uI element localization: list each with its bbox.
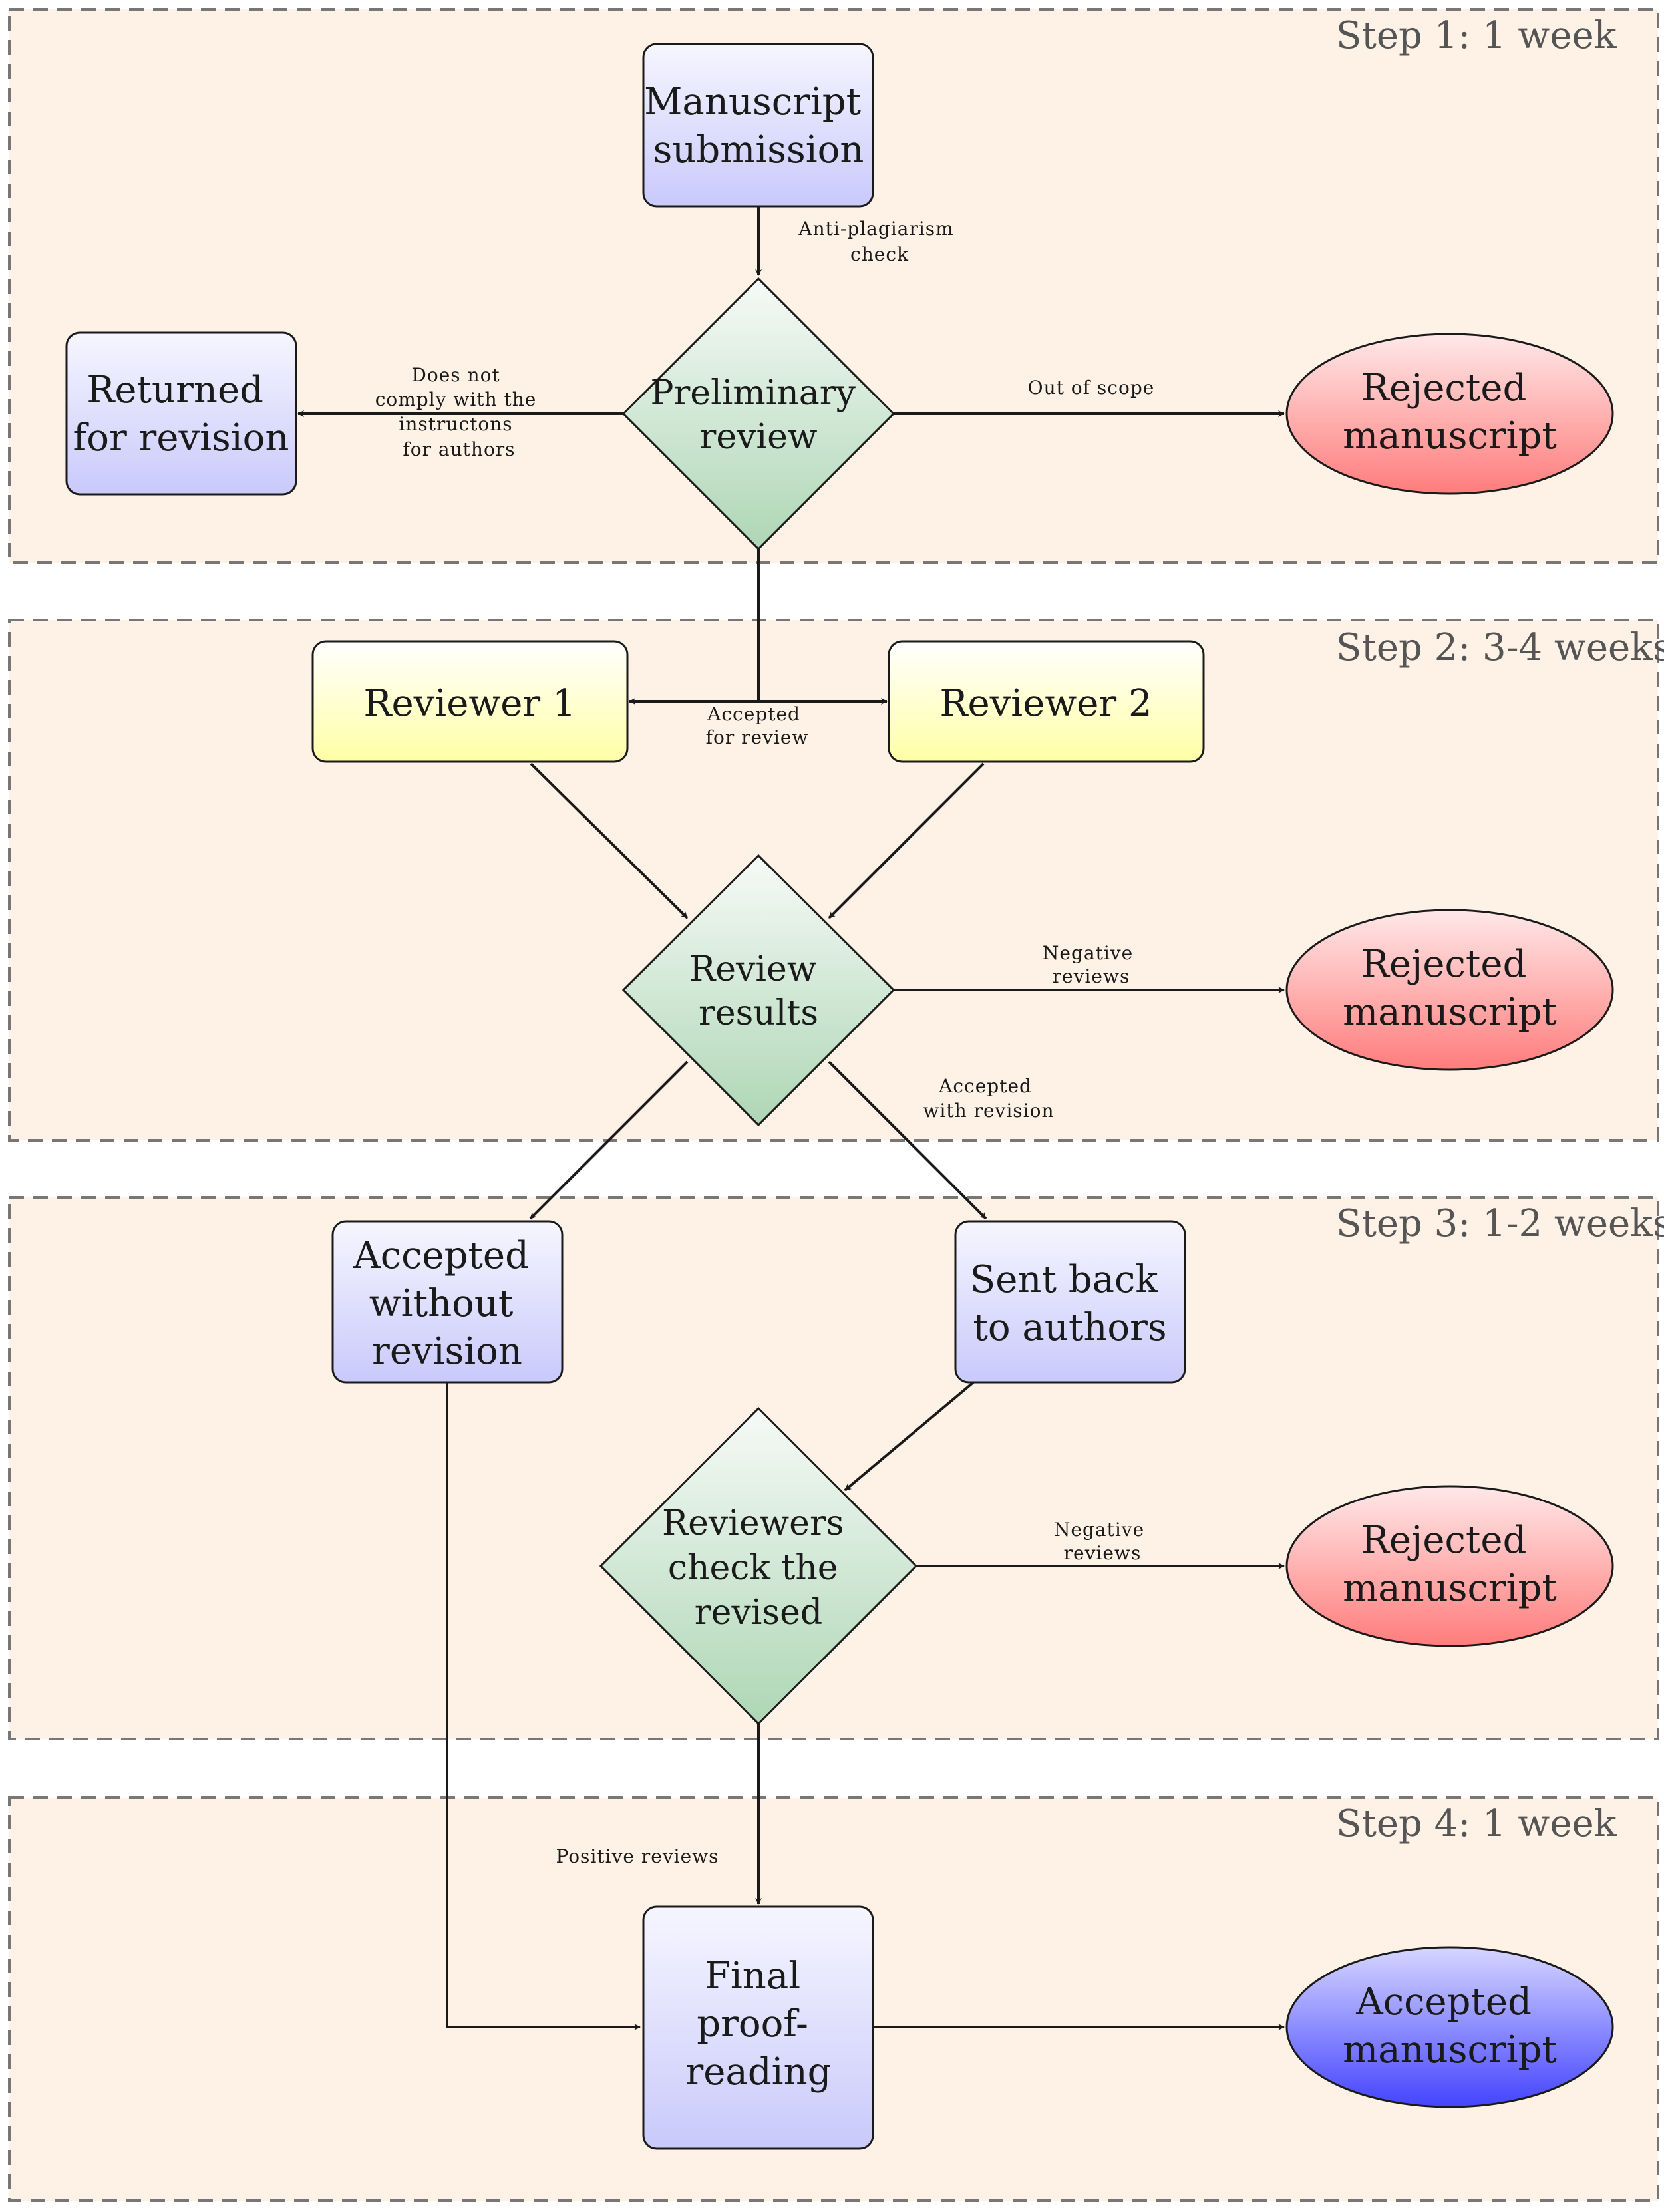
- edge-sent-back-to-check: [844, 1381, 975, 1492]
- node-rejected-manuscript-3: Rejected manuscript: [1285, 1485, 1614, 1647]
- step-3-band: Step 3: 1-2 weeks: [8, 1196, 1664, 1740]
- edge-label-anti-plagiarism: Anti-plagiarism check: [798, 218, 960, 265]
- edge-label-does-not-comply: Does not comply with the instructons for…: [375, 364, 544, 460]
- edge-label-accepted-with-revision: Accepted with revision: [923, 1075, 1054, 1122]
- node-returned-for-revision: Returned for revision: [65, 331, 297, 496]
- node-manuscript-submission: Manuscript submission: [642, 43, 874, 208]
- svg-text:Manuscript submission: Manuscript submission: [644, 80, 873, 172]
- svg-text:Reviewer 1: Reviewer 1: [363, 682, 576, 725]
- svg-text:Sent back to authors: Sent back to authors: [970, 1258, 1170, 1349]
- svg-text:Returned for revision: Returned for revision: [73, 369, 289, 460]
- node-reviewer-2: Reviewer 2: [888, 640, 1205, 763]
- svg-text:Rejected manuscript: Rejected manuscript: [1343, 943, 1557, 1034]
- svg-text:Reviewers check the: Reviewers check the revised: [662, 1503, 855, 1633]
- edge-results-to-sent-back: [828, 1060, 987, 1220]
- step-3-label: Step 3: 1-2 weeks: [1336, 1202, 1664, 1245]
- node-final-proofreading: Final proof- reading: [642, 1905, 874, 2150]
- node-reviewers-check-revised: Reviewers check the revised: [599, 1406, 918, 1726]
- node-reviewer-1: Reviewer 1: [311, 640, 629, 763]
- node-sent-back-to-authors: Sent back to authors: [954, 1220, 1186, 1384]
- edge-label-out-of-scope: Out of scope: [1028, 377, 1155, 398]
- edge-labels: Anti-plagiarism check Does not comply wi…: [375, 218, 1155, 1867]
- node-preliminary-review: Preliminary review: [621, 277, 896, 551]
- edge-reviewer-1-to-results: [530, 762, 689, 919]
- node-rejected-manuscript-2: Rejected manuscript: [1285, 909, 1614, 1071]
- step-4-label: Step 4: 1 week: [1336, 1802, 1617, 1845]
- edge-label-accepted-for-review: Accepted for review: [706, 703, 809, 748]
- svg-text:Preliminary review: Preliminary review: [650, 373, 866, 457]
- edge-label-positive-reviews: Positive reviews: [556, 1845, 719, 1867]
- edge-results-to-accepted-without: [529, 1060, 689, 1220]
- edges: [297, 206, 1285, 2030]
- svg-text:Accepted manuscript: Accepted manuscript: [1343, 1980, 1557, 2072]
- svg-text:Accepted without r: Accepted without revision: [353, 1234, 540, 1373]
- step-1-label: Step 1: 1 week: [1336, 14, 1617, 57]
- edge-accepted-without-to-final: [446, 1382, 641, 2030]
- node-rejected-manuscript-1: Rejected manuscript: [1285, 333, 1614, 495]
- step-2-label: Step 2: 3-4 weeks: [1336, 626, 1664, 669]
- svg-text:Rejected manuscript: Rejected manuscript: [1343, 1519, 1557, 1610]
- edge-label-negative-reviews-2: Negative reviews: [1054, 1519, 1151, 1564]
- edge-reviewer-2-to-results: [828, 762, 985, 919]
- svg-text:Review results: Review results: [689, 949, 828, 1033]
- svg-text:Rejected manuscript: Rejected manuscript: [1343, 367, 1557, 458]
- node-accepted-manuscript: Accepted manuscript: [1285, 1946, 1614, 2108]
- svg-text:Reviewer 2: Reviewer 2: [939, 682, 1152, 725]
- node-review-results: Review results: [621, 854, 896, 1127]
- edge-label-negative-reviews-1: Negative reviews: [1043, 942, 1140, 987]
- node-accepted-without-revision: Accepted without revision: [331, 1220, 564, 1384]
- svg-text:Final proof- readi: Final proof- reading: [686, 1955, 832, 2094]
